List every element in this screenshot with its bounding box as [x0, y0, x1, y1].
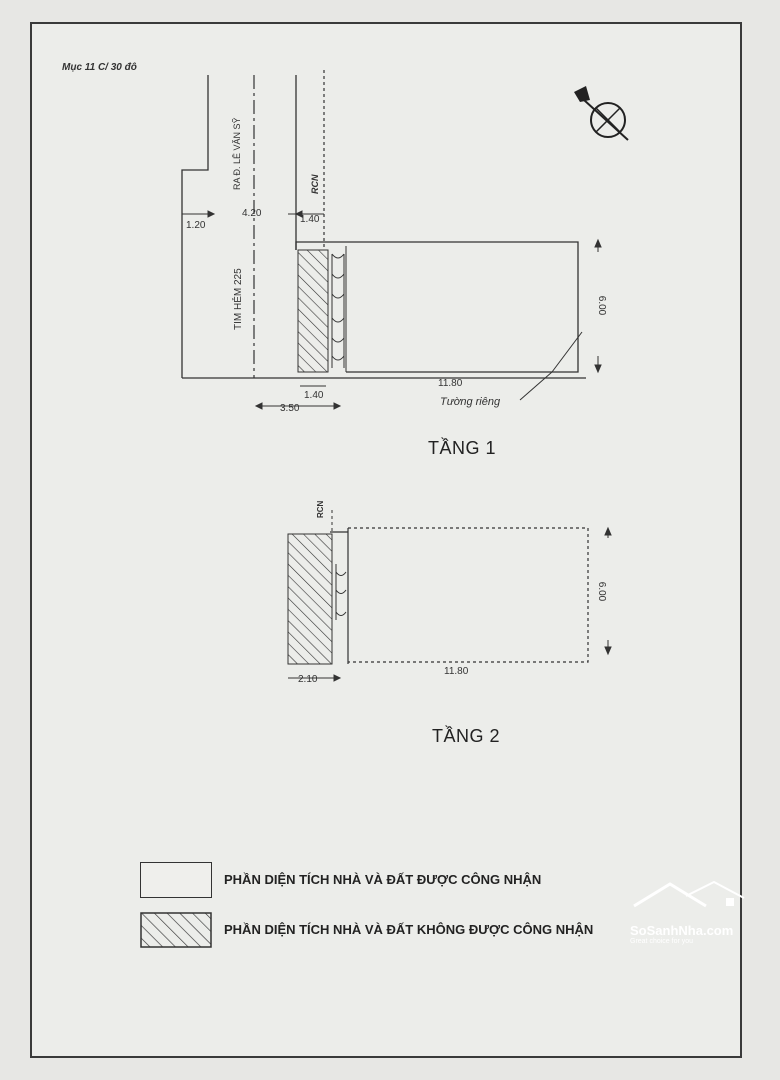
dim-depth-total: 3.50	[280, 403, 300, 414]
dim-width-floor1: 6.00	[596, 295, 608, 316]
house-logo-icon	[633, 880, 745, 908]
dim-length-floor1: 11.80	[438, 378, 463, 389]
document-reference: Mục 11 C/ 30 đô	[62, 62, 137, 73]
floor2-title: TẦNG 2	[432, 726, 501, 746]
legend-not-recognized-swatch	[140, 912, 212, 948]
dim-setback-floor2: 2.10	[298, 674, 318, 685]
dim-width-floor2: 6.00	[596, 581, 608, 602]
watermark-brand: SoSanhNha.com	[630, 923, 734, 938]
floor1-title: TẦNG 1	[428, 438, 497, 458]
alley-label: TIM HẺM 225	[233, 268, 244, 330]
north-arrow-icon	[574, 86, 629, 141]
rcn-label-floor1: RCN	[310, 174, 320, 195]
dim-alley-width: 4.20	[242, 208, 262, 219]
watermark: SoSanhNha.com Great choice for you	[630, 878, 750, 945]
rcn-label-floor2: RCN	[316, 500, 325, 518]
legend-not-recognized-label: PHẦN DIỆN TÍCH NHÀ VÀ ĐẤT KHÔNG ĐƯỢC CÔN…	[224, 922, 594, 937]
road-label: RA Đ. LÊ VĂN SỸ	[232, 117, 242, 190]
legend-recognized-swatch	[140, 862, 212, 898]
floor1-plan	[181, 70, 602, 410]
dim-length-floor2: 11.80	[444, 666, 469, 677]
dim-rcn-bottom: 1.40	[304, 390, 324, 401]
floor2-plan	[287, 510, 612, 682]
dim-rcn-top: 1.40	[300, 214, 320, 225]
dim-offset-left: 1.20	[186, 220, 206, 231]
wall-note: Tường riêng	[440, 396, 501, 408]
watermark-tagline: Great choice for you	[630, 938, 694, 945]
legend-recognized-label: PHẦN DIỆN TÍCH NHÀ VÀ ĐẤT ĐƯỢC CÔNG NHẬN	[224, 872, 542, 887]
